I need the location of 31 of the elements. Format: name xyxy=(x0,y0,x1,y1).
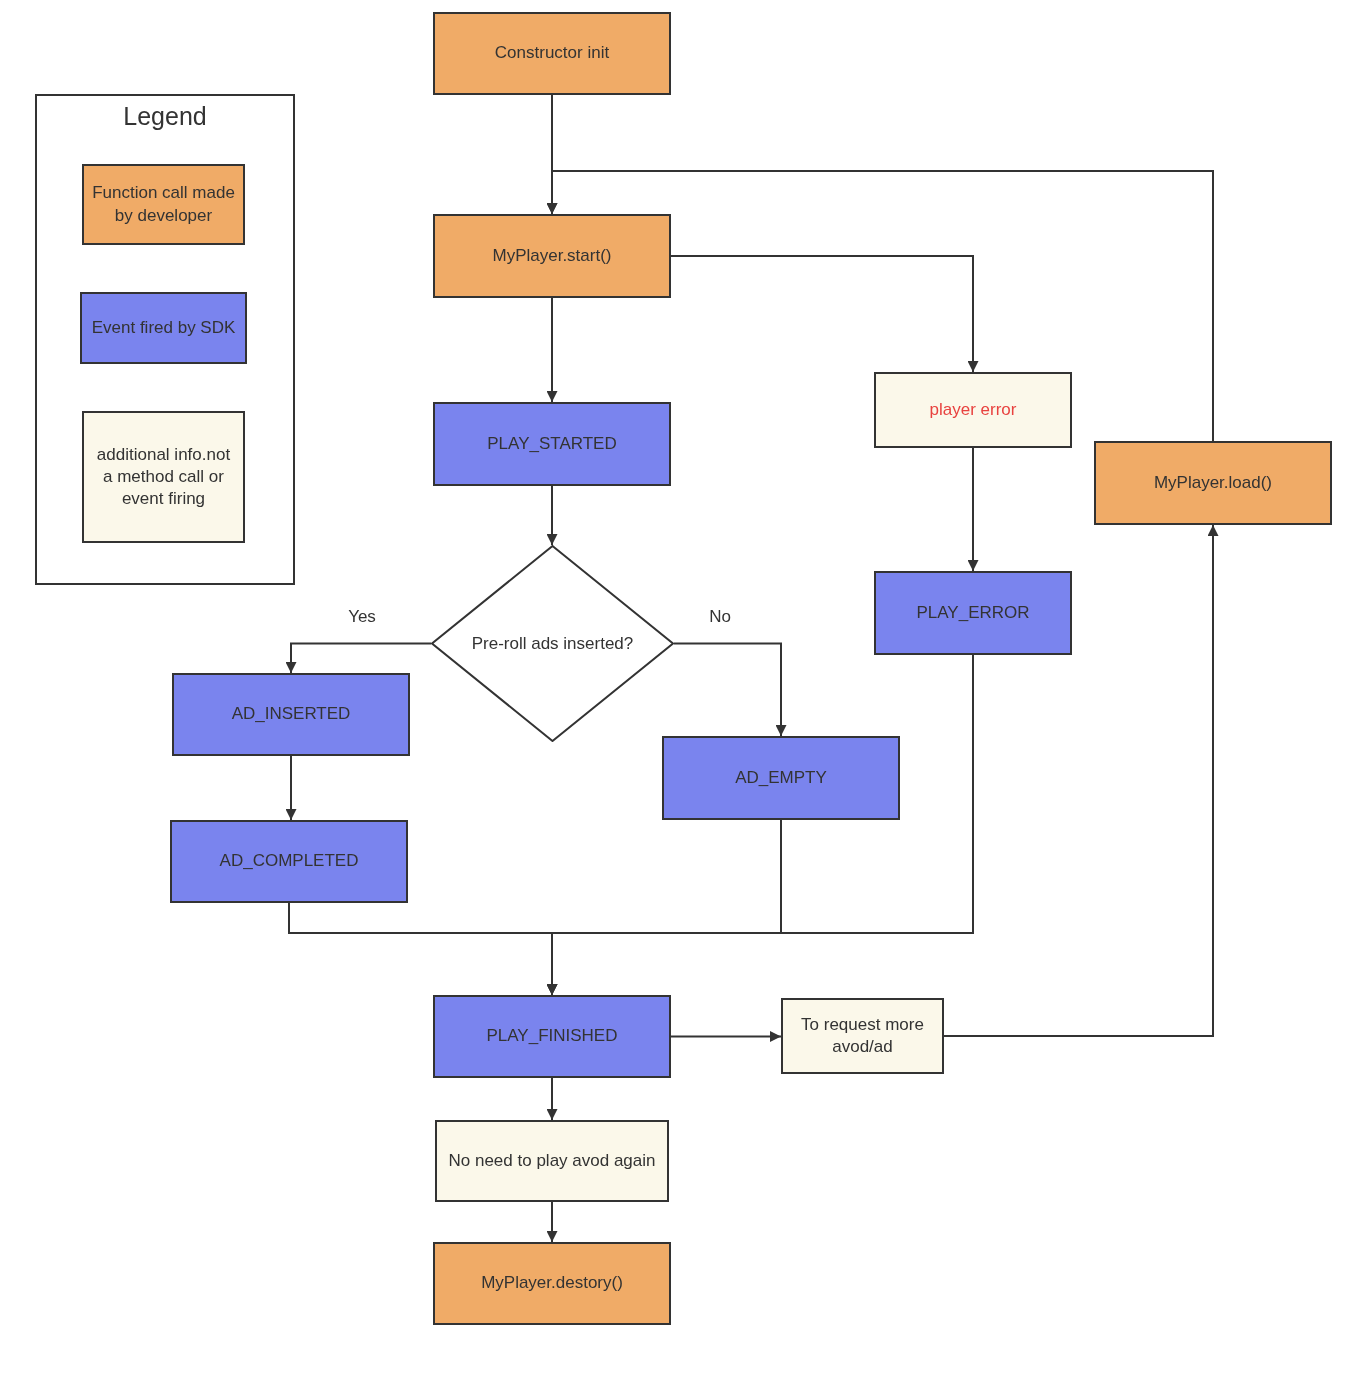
arrow xyxy=(670,1031,782,1042)
arrow xyxy=(943,524,1219,1037)
event-box: PLAY_STARTED xyxy=(433,402,671,486)
event-box: AD_COMPLETED xyxy=(170,820,408,903)
legend-swatch: Event fired by SDK xyxy=(80,292,247,364)
arrow xyxy=(546,170,1214,442)
legend-swatch: Function call made by developer xyxy=(82,164,245,245)
function-call-box: Constructor init xyxy=(433,12,671,95)
function-call-box: MyPlayer.destory() xyxy=(433,1242,671,1325)
info-note-box: To request more avod/ad xyxy=(781,998,944,1074)
arrow xyxy=(546,297,558,403)
decision-diamond: Pre-roll ads inserted? xyxy=(431,545,674,742)
function-call-box: MyPlayer.load() xyxy=(1094,441,1332,525)
event-box: PLAY_ERROR xyxy=(874,571,1072,655)
event-box: AD_INSERTED xyxy=(172,673,410,756)
arrow xyxy=(546,485,558,546)
event-box: PLAY_FINISHED xyxy=(433,995,671,1078)
info-note-box: player error xyxy=(874,372,1072,448)
event-box: AD_EMPTY xyxy=(662,736,900,820)
arrow xyxy=(546,1201,558,1243)
legend-title: Legend xyxy=(122,102,208,131)
arrow xyxy=(285,642,432,674)
arrow xyxy=(546,1077,558,1121)
info-note-box: No need to play avod again xyxy=(435,1120,669,1202)
arrow xyxy=(673,642,787,737)
legend-swatch: additional info.not a method call or event firing xyxy=(82,411,245,543)
function-call-box: MyPlayer.start() xyxy=(433,214,671,298)
arrow xyxy=(285,755,297,821)
arrow xyxy=(670,255,979,373)
arrow xyxy=(546,654,974,996)
arrow xyxy=(967,447,979,572)
